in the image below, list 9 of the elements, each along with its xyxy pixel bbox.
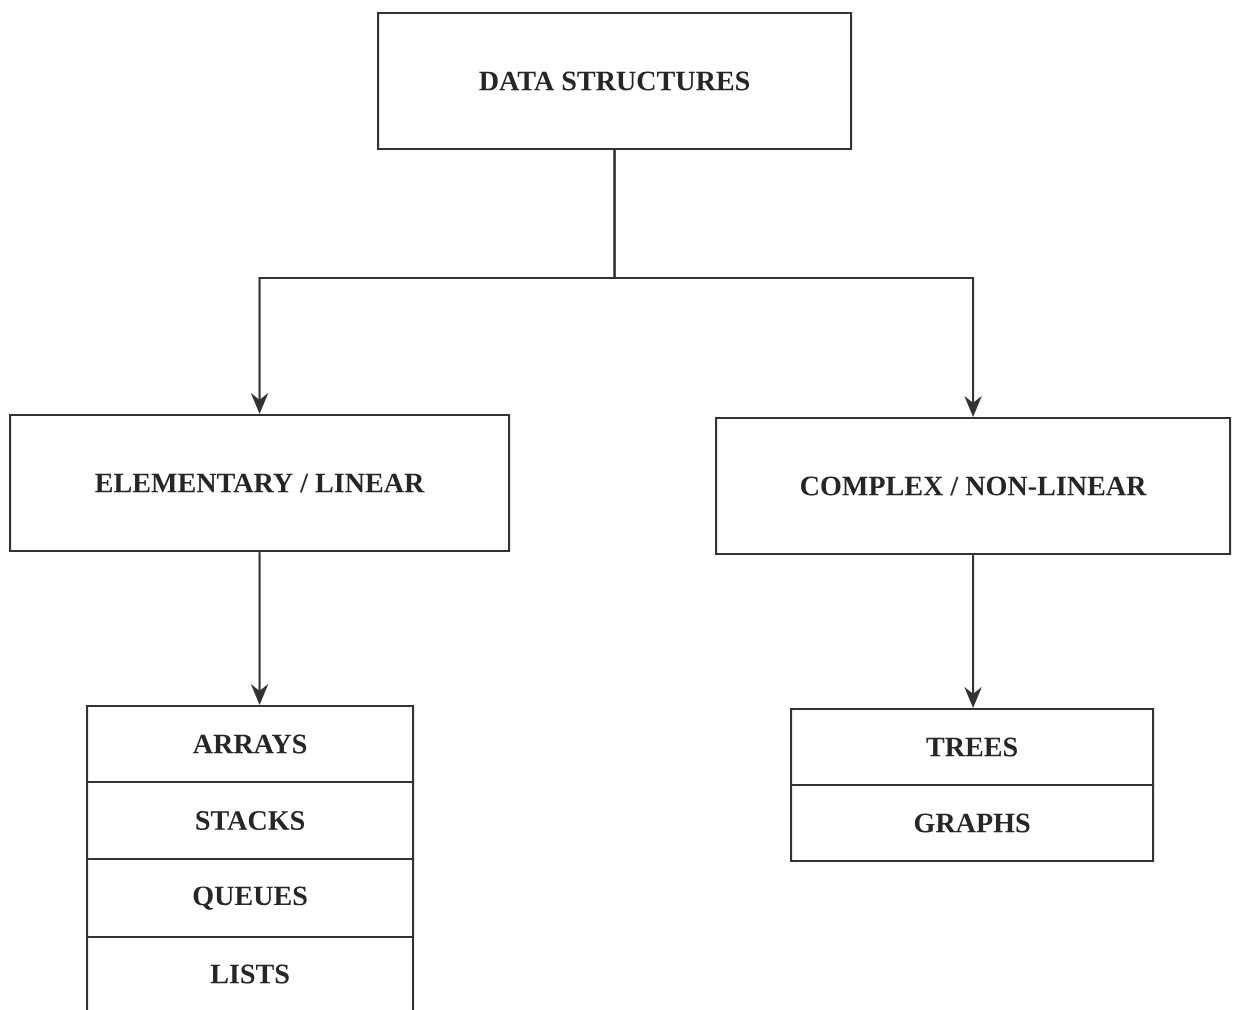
list-cell: TREES xyxy=(790,708,1155,787)
list-cell: STACKS xyxy=(86,781,415,861)
list-cell: LISTS xyxy=(86,936,415,1010)
list-cell: ARRAYS xyxy=(86,705,415,784)
process-box: DATA STRUCTURES xyxy=(377,12,853,151)
process-box: ELEMENTARY / LINEAR xyxy=(9,414,511,553)
list-cell: GRAPHS xyxy=(790,784,1155,863)
list-cell: QUEUES xyxy=(86,858,415,939)
process-box: COMPLEX / NON-LINEAR xyxy=(715,417,1232,556)
